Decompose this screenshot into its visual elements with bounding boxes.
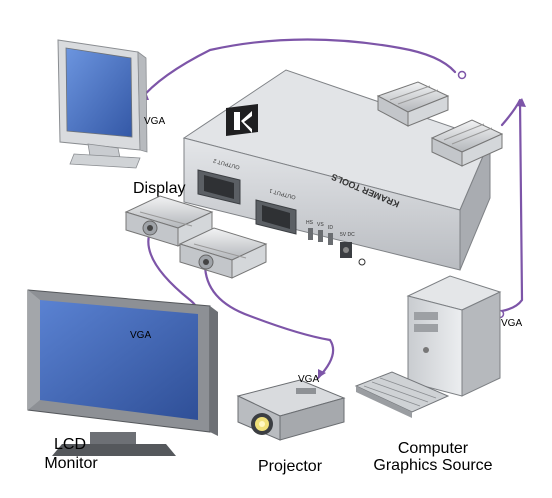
switch-id-label: ID — [328, 225, 333, 231]
display-label: Display — [133, 180, 186, 197]
lcd-label-line1: LCD — [53, 436, 86, 453]
power-label: 5V DC — [340, 232, 355, 238]
projector-label: Projector — [258, 458, 323, 475]
crt-monitor — [57, 39, 148, 169]
computer-label-line1: Computer — [397, 440, 469, 457]
arrow-to-projector — [318, 369, 326, 378]
projector — [236, 379, 346, 441]
dip-switches: HS VS ID — [306, 220, 333, 245]
cable-source — [493, 98, 524, 314]
vga-label-projector: VGA — [298, 374, 320, 385]
keyboard — [354, 371, 450, 418]
monitor-screen — [65, 47, 133, 138]
cable-monitor — [138, 38, 457, 102]
vga-cables — [138, 38, 524, 380]
cable-projector — [203, 262, 335, 380]
vga-label-source: VGA — [501, 318, 523, 329]
switch-hs-label: HS — [306, 220, 314, 226]
computer-tower — [406, 275, 502, 397]
arrow-from-source — [516, 98, 526, 107]
vga-label-monitor: VGA — [144, 116, 166, 127]
power-jack: 5V DC — [340, 232, 366, 266]
vga-plug-source — [430, 119, 504, 167]
vga-plug-monitor-in — [376, 81, 450, 127]
kramer-logo — [226, 104, 258, 136]
switch-vs-label: VS — [317, 222, 324, 228]
kramer-device: KRAMER TOOLS OUTPUT 2 OUTPUT 1 HS VS ID — [182, 69, 491, 271]
vga-plug-output-1 — [178, 227, 268, 279]
vga-label-lcd: VGA — [130, 330, 152, 341]
computer-label-line2: Graphics Source — [373, 457, 493, 474]
lcd-monitor — [27, 289, 218, 456]
lcd-label-line2: Monitor — [44, 455, 98, 472]
